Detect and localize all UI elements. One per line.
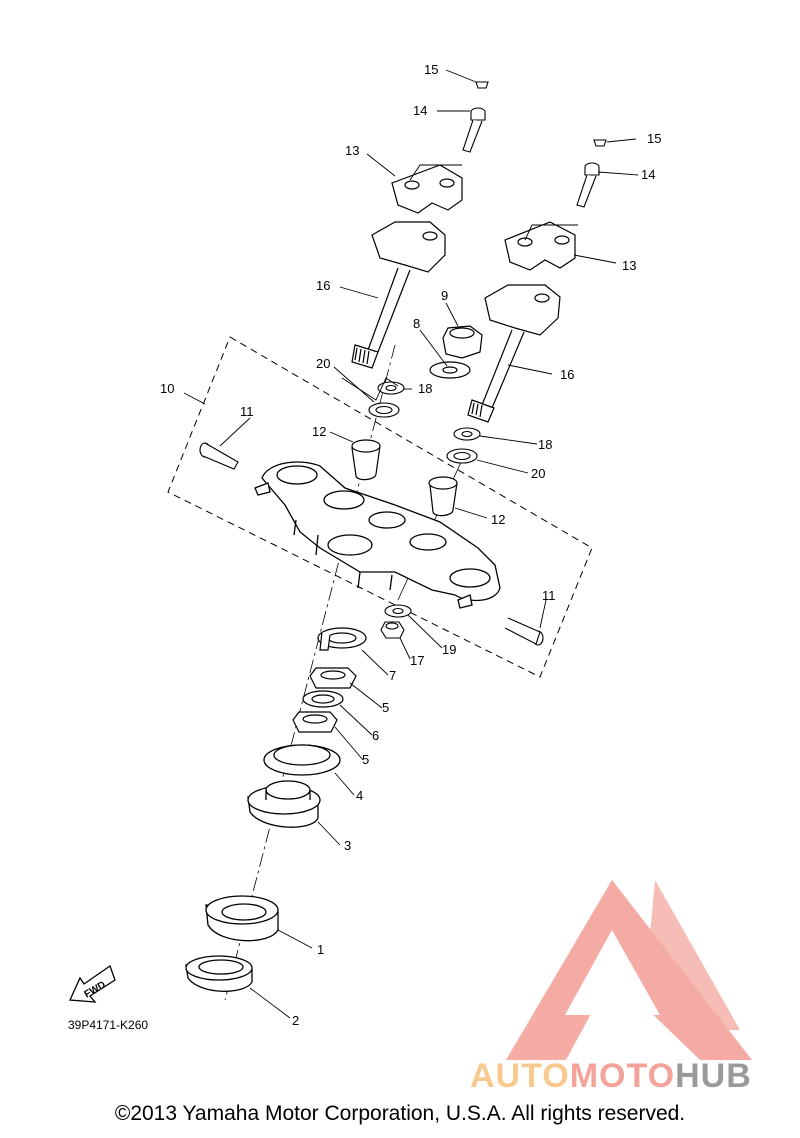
callout-4: 4 [356, 788, 363, 803]
pinch-bolt-left [199, 442, 239, 470]
leader-lines [183, 69, 639, 1019]
bolt-cap-left [475, 81, 489, 89]
fwd-arrow-icon [69, 964, 116, 1003]
callout-5-lower: 5 [362, 752, 369, 767]
bearing-lower [205, 895, 279, 942]
small-washer [384, 604, 412, 618]
callout-18-lower: 18 [538, 437, 552, 452]
damper-left [351, 439, 381, 481]
ring-nut-lower [292, 711, 338, 733]
watermark-logo-icon [506, 880, 752, 1060]
callout-12-right: 12 [491, 512, 505, 527]
watermark-hub: HUB [675, 1057, 752, 1095]
callout-14-top: 14 [413, 103, 427, 118]
callout-13-left: 13 [345, 143, 359, 158]
steering-stem-nut [442, 325, 483, 359]
callout-16-left: 16 [316, 278, 330, 293]
callout-6: 6 [372, 728, 379, 743]
ring-nut-upper [309, 667, 357, 689]
callout-11-right: 11 [542, 588, 556, 603]
watermark-auto: AUTO [470, 1057, 570, 1095]
callout-12-left: 12 [312, 424, 326, 439]
callout-9: 9 [441, 288, 448, 303]
lock-washer [317, 627, 367, 651]
callout-18-upper: 18 [418, 381, 432, 396]
upper-bracket-group-outline [167, 336, 593, 678]
callout-8: 8 [413, 316, 420, 331]
watermark-text: AUTOMOTOHUB [470, 1057, 752, 1095]
callout-20-upper: 20 [316, 356, 330, 371]
callout-13-right: 13 [622, 258, 636, 273]
bearing-cover [263, 744, 341, 776]
callout-1: 1 [317, 942, 324, 957]
handlebar-holder-left [351, 164, 463, 369]
bearing-upper [247, 780, 321, 828]
callout-17: 17 [410, 653, 424, 668]
bolt-cap-right [593, 139, 607, 147]
callout-3: 3 [344, 838, 351, 853]
damper-right [428, 476, 458, 517]
callout-7: 7 [389, 668, 396, 683]
watermark-moto: MOTO [570, 1057, 675, 1095]
collar-upper-left [368, 381, 405, 418]
handlebar-holder-right [467, 221, 576, 423]
callout-2: 2 [292, 1013, 299, 1028]
callout-20-lower: 20 [531, 466, 545, 481]
callout-15-right: 15 [647, 131, 661, 146]
collar-upper-right [446, 427, 481, 464]
stem-nut-small [380, 621, 405, 639]
upper-bracket [254, 461, 501, 609]
holder-bolt-left [462, 107, 486, 153]
callout-10: 10 [160, 381, 174, 396]
callout-19: 19 [442, 642, 456, 657]
pinch-bolt-right [504, 617, 544, 646]
holder-bolt-right [576, 162, 600, 208]
copyright-notice: ©2013 Yamaha Motor Corporation, U.S.A. A… [114, 1102, 686, 1125]
callout-14-right: 14 [641, 167, 655, 182]
dust-seal [185, 955, 253, 992]
diagram-part-code: 39P4171-K260 [68, 1018, 148, 1032]
callout-11-left: 11 [240, 404, 254, 419]
stem-washer [429, 361, 471, 379]
callout-16-right: 16 [560, 367, 574, 382]
rubber-washer [302, 690, 344, 708]
callout-15-top: 15 [424, 62, 438, 77]
callout-5-upper: 5 [382, 700, 389, 715]
